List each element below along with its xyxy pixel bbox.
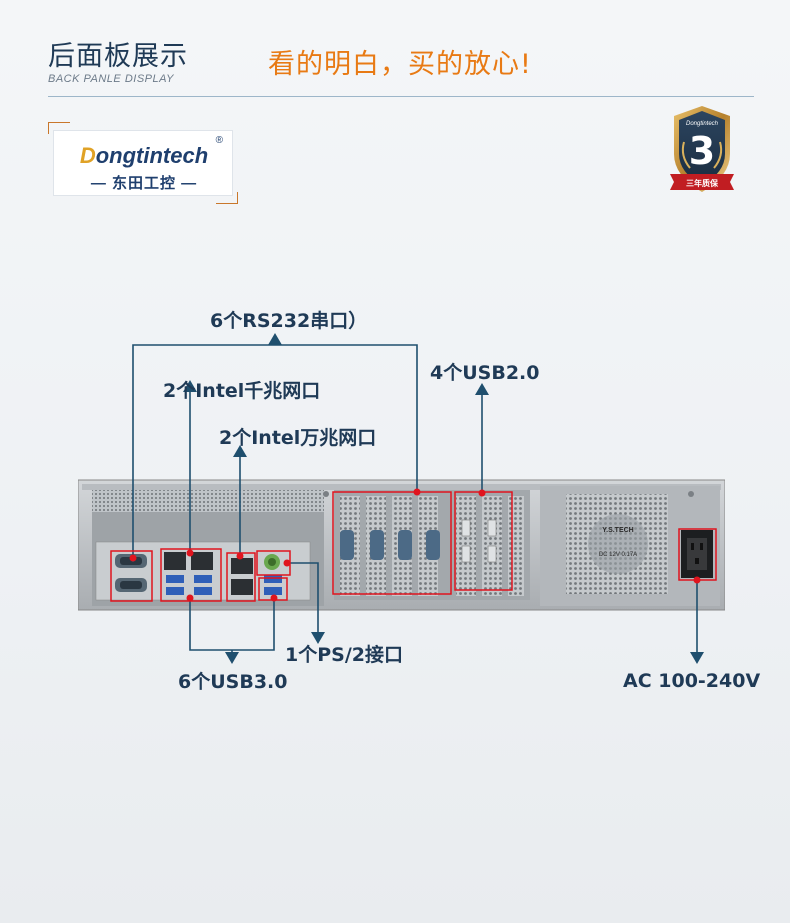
label-intel-gigabit: 2个Intel千兆网口: [163, 380, 321, 402]
logo-brand-text: ongtintech: [95, 143, 209, 168]
divider: [48, 96, 754, 97]
shield-icon: Dongtintech 3 三年质保: [670, 106, 734, 192]
logo-brand-en: Dongtintech: [54, 143, 234, 169]
logo-box: Dongtintech ® — 东田工控 —: [53, 130, 233, 196]
warranty-badge: Dongtintech 3 三年质保: [668, 104, 736, 200]
arrow-down: [311, 632, 325, 644]
arrow-down: [690, 652, 704, 664]
registered-mark: ®: [215, 135, 223, 146]
arrow-up: [233, 445, 247, 457]
arrow-up: [183, 380, 197, 392]
label-ac: AC 100-240V: [623, 670, 761, 692]
badge-number: 3: [689, 129, 715, 173]
badge-ribbon: 三年质保: [686, 178, 719, 188]
page-subtitle: BACK PANLE DISPLAY: [48, 73, 174, 85]
brand-logo: Dongtintech ® — 东田工控 —: [48, 122, 238, 204]
corner-ornament: [216, 192, 238, 204]
corner-ornament: [48, 122, 70, 134]
logo-brand-cn: — 东田工控 —: [90, 175, 198, 192]
slogan: 看的明白，买的放心!: [268, 49, 532, 80]
label-usb3: 6个USB3.0: [178, 671, 288, 693]
arrow-down: [225, 652, 239, 664]
header: 后面板展示 BACK PANLE DISPLAY 看的明白，买的放心!: [0, 0, 790, 100]
arrow-up: [268, 333, 282, 345]
label-intel-10g: 2个Intel万兆网口: [219, 427, 377, 449]
label-ps2: 1个PS/2接口: [285, 644, 403, 666]
lan-ports: [164, 552, 253, 595]
fan-brand: Y.S.TECH: [602, 527, 634, 534]
badge-brand: Dongtintech: [686, 121, 719, 127]
label-usb2: 4个USB2.0: [430, 362, 540, 384]
label-rs232: 6个RS232串口）: [210, 310, 368, 332]
fan-spec: DC 12V 0.17A: [599, 552, 637, 558]
usb3-ports: [166, 575, 282, 595]
serial-ports: [115, 554, 147, 592]
highlight-boxes: [110, 491, 717, 602]
page-title: 后面板展示: [48, 41, 188, 72]
arrow-up: [475, 383, 489, 395]
logo-initial: D: [79, 143, 96, 168]
